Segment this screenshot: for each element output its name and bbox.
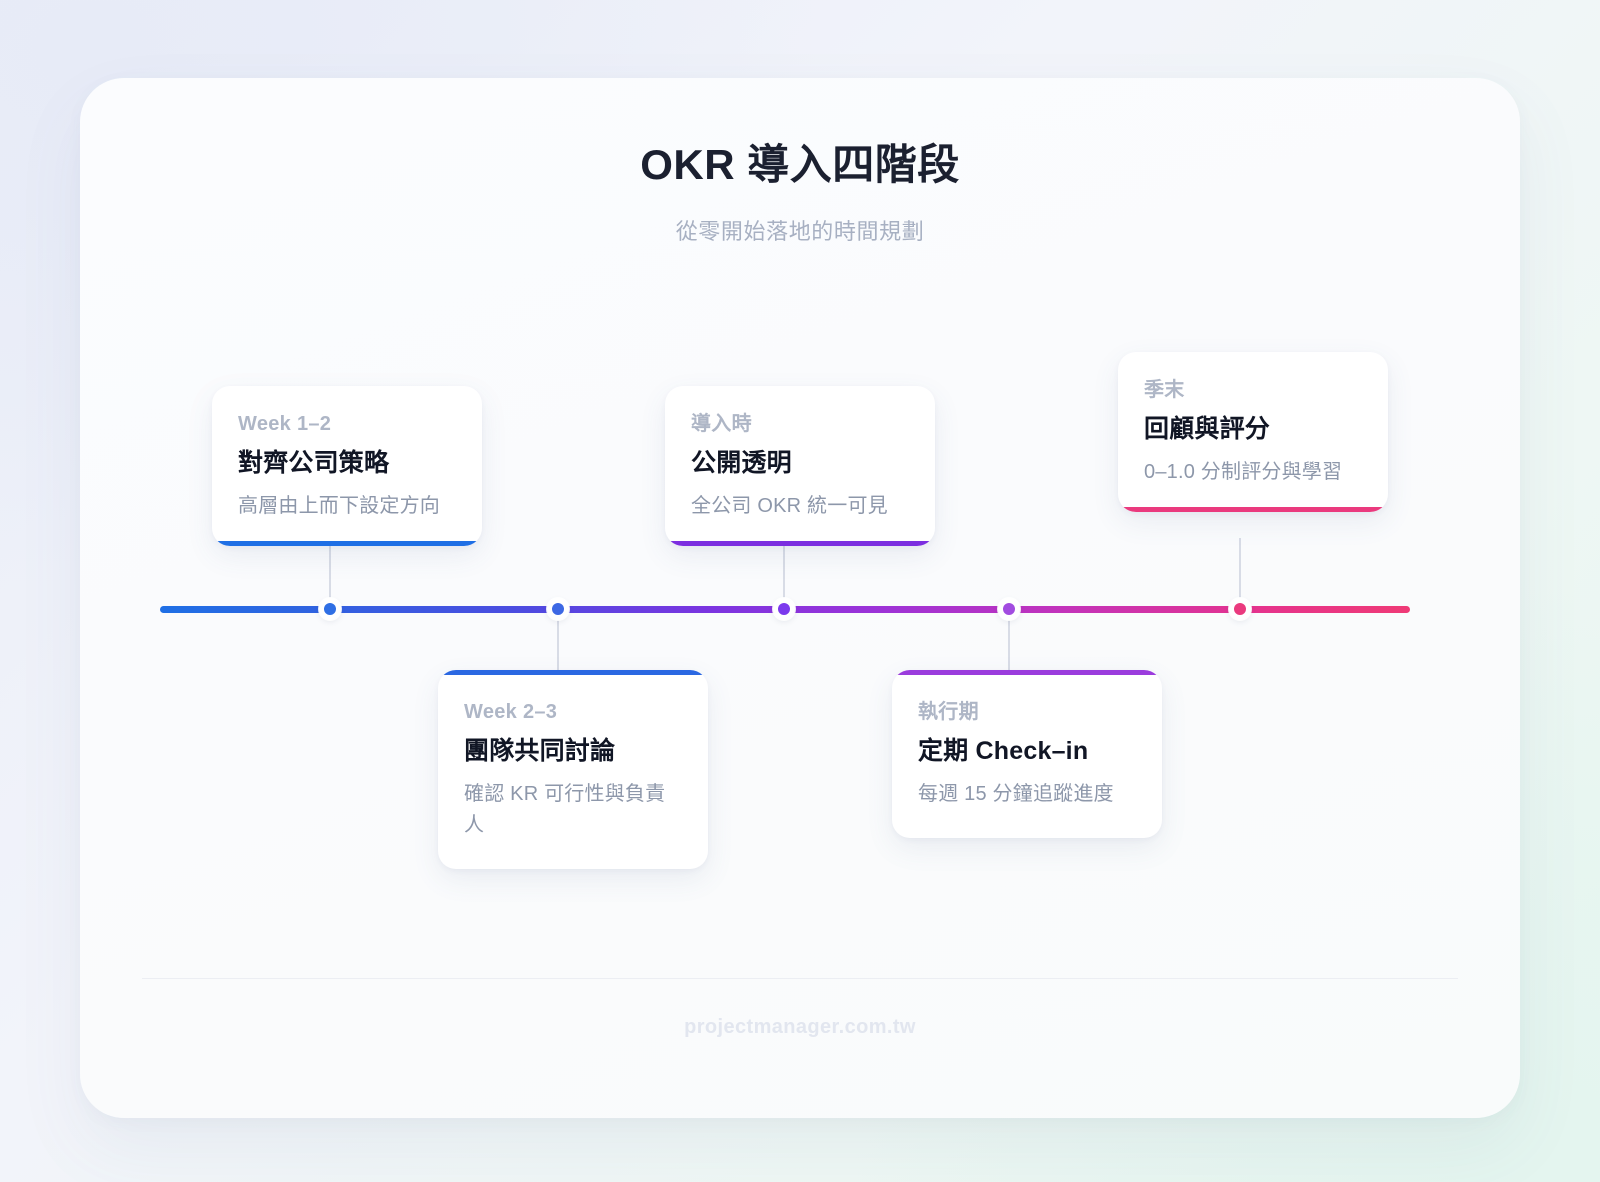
connector-step-4: [1008, 608, 1010, 678]
dot-core-step-3: [778, 603, 790, 615]
dot-core-step-2: [552, 603, 564, 615]
timeline-card-step-2[interactable]: Week 2–3 團隊共同討論 確認 KR 可行性與負責人: [438, 670, 708, 870]
card-period: 導入時: [691, 413, 752, 435]
timeline-card-step-4[interactable]: 執行期 定期 Check–in 每週 15 分鐘追蹤進度: [892, 670, 1162, 839]
header: OKR 導入四階段 從零開始落地的時間規劃: [80, 140, 1520, 246]
card-period: Week 1–2: [238, 413, 332, 435]
card-title: 公開透明: [691, 449, 792, 477]
dot-core-step-4: [1003, 603, 1015, 615]
card-period: 季末: [1144, 379, 1185, 401]
connector-step-1: [329, 538, 331, 608]
card-description: 高層由上而下設定方向: [238, 495, 440, 518]
card-description: 每週 15 分鐘追蹤進度: [918, 783, 1114, 806]
timeline-dot-step-5[interactable]: [1229, 598, 1251, 620]
card-description: 全公司 OKR 統一可見: [691, 495, 888, 518]
connector-step-3: [783, 538, 785, 608]
page-title: OKR 導入四階段: [640, 141, 960, 188]
infographic-panel: OKR 導入四階段 從零開始落地的時間規劃 Week 1–2 對齊公司策略: [80, 78, 1520, 1118]
card-accent-bar: [438, 670, 708, 675]
page-subtitle: 從零開始落地的時間規劃: [675, 219, 925, 245]
timeline-card-step-5[interactable]: 季末 回顧與評分 0–1.0 分制評分與學習: [1118, 352, 1388, 513]
card-title: 團隊共同討論: [464, 737, 616, 765]
timeline-card-step-3[interactable]: 導入時 公開透明 全公司 OKR 統一可見: [665, 386, 935, 547]
card-description: 0–1.0 分制評分與學習: [1144, 461, 1343, 484]
dot-core-step-1: [324, 603, 336, 615]
connector-step-5: [1239, 538, 1241, 608]
card-period: Week 2–3: [464, 701, 558, 723]
timeline-dot-step-1[interactable]: [319, 598, 341, 620]
connector-step-2: [557, 608, 559, 678]
card-accent-bar: [665, 541, 935, 547]
card-title: 定期 Check–in: [918, 737, 1089, 765]
footer-divider: [142, 978, 1458, 979]
dot-core-step-5: [1234, 603, 1246, 615]
card-accent-bar: [212, 541, 482, 547]
card-title: 回顧與評分: [1144, 415, 1271, 443]
card-description: 確認 KR 可行性與負責人: [464, 783, 666, 837]
timeline-dot-step-3[interactable]: [773, 598, 795, 620]
timeline: Week 1–2 對齊公司策略 高層由上而下設定方向 Week 2–3 團隊共同…: [80, 78, 1520, 1118]
timeline-card-step-1[interactable]: Week 1–2 對齊公司策略 高層由上而下設定方向: [212, 386, 482, 547]
timeline-dot-step-2[interactable]: [547, 598, 569, 620]
timeline-dot-step-4[interactable]: [998, 598, 1020, 620]
footer-site: projectmanager.com.tw: [684, 1016, 916, 1038]
card-accent-bar: [892, 670, 1162, 675]
card-period: 執行期: [918, 701, 979, 723]
card-title: 對齊公司策略: [238, 449, 390, 477]
card-accent-bar: [1118, 507, 1388, 513]
